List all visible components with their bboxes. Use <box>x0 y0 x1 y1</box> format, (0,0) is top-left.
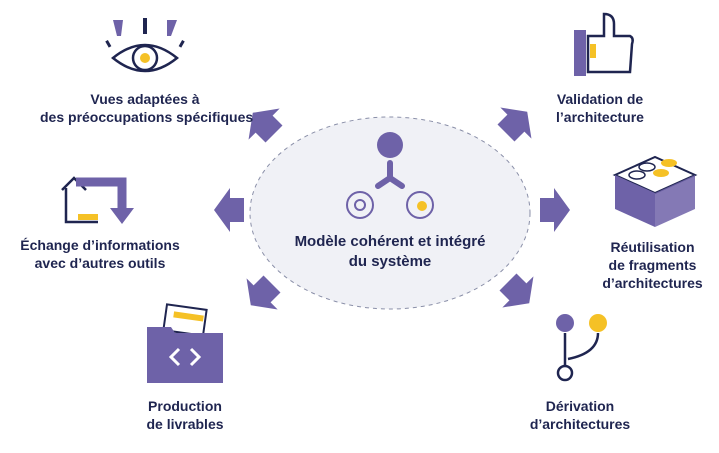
arrow-down-left <box>246 275 281 310</box>
arrow-left <box>214 188 244 232</box>
label-views: Vues adaptées à des préoccupations spéci… <box>40 91 254 125</box>
sync-arrows-icon <box>61 176 134 224</box>
label-reuse: Réutilisation de fragments d’architectur… <box>602 239 703 291</box>
code-folder-icon <box>147 303 223 383</box>
label-derivation: Dérivation d’architectures <box>529 398 631 432</box>
branch-icon <box>556 314 607 382</box>
label-validation: Validation de l’architecture <box>556 91 644 125</box>
model-network-icon <box>346 132 434 219</box>
thumbs-up-icon <box>574 12 634 76</box>
building-block-icon <box>612 155 698 227</box>
center-title-line2: du système <box>348 253 432 270</box>
center-title: Modèle cohérent et intégré du système <box>260 232 520 272</box>
center-title-line1: Modèle cohérent et intégré <box>294 233 486 250</box>
arrow-up-right <box>497 107 532 142</box>
arrow-right <box>540 188 570 232</box>
label-exchange: Échange d’informations avec d’autres out… <box>20 237 180 271</box>
label-deliverables: Production de livrables <box>146 398 224 432</box>
eye-icon <box>105 18 185 73</box>
arrow-down-right <box>499 273 534 308</box>
center-ellipse <box>249 116 531 310</box>
